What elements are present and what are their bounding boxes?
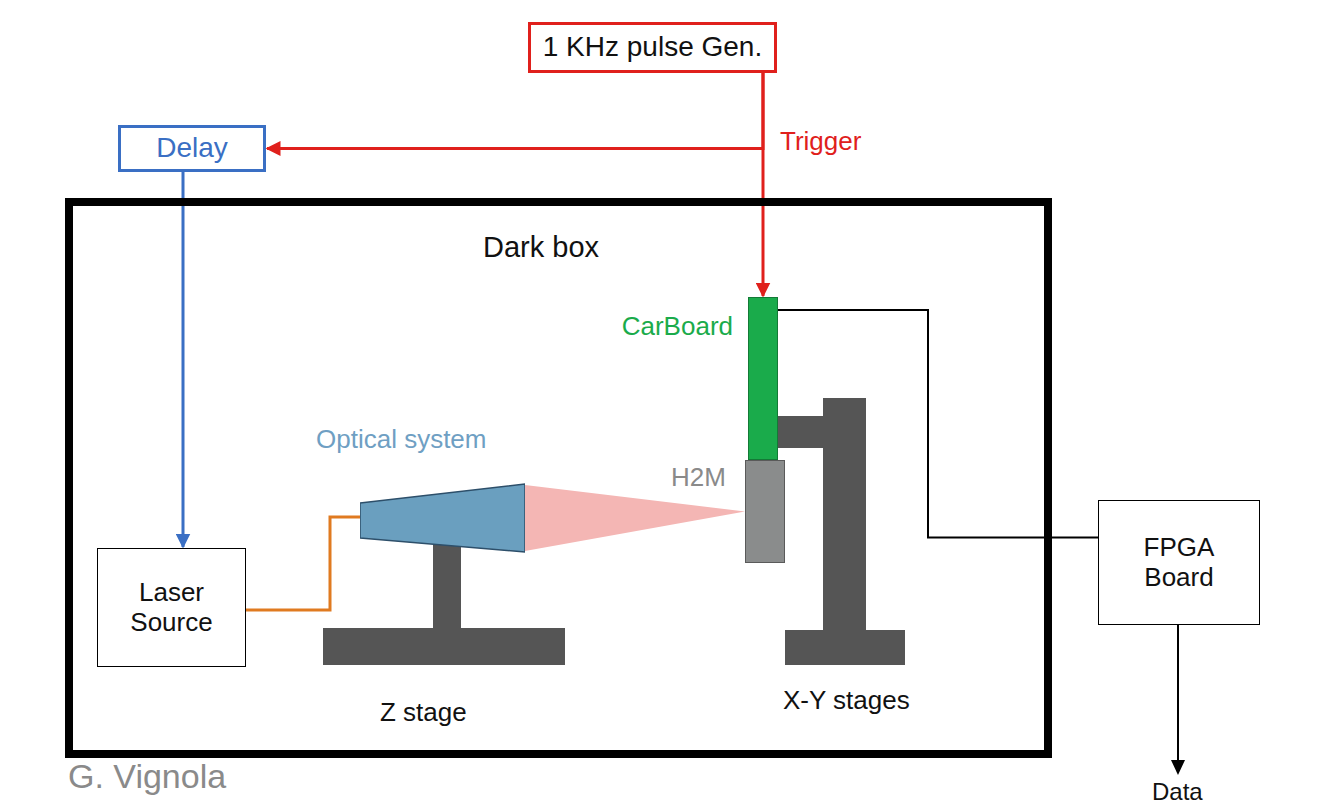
stage-label: Z stage bbox=[380, 698, 467, 727]
signal-connector bbox=[246, 517, 361, 610]
output-label: Data bbox=[1152, 779, 1203, 805]
edge-label: Trigger bbox=[778, 127, 863, 156]
optical-cone-shape bbox=[360, 483, 525, 553]
h2m-sensor: H2M bbox=[745, 460, 785, 563]
laser-source-box: Laser Source bbox=[97, 548, 246, 667]
node-label: Optical system bbox=[316, 425, 487, 454]
author-credit: G. Vignola bbox=[68, 758, 226, 795]
node-label: 1 KHz pulse Gen. bbox=[543, 31, 762, 63]
node-label: Dark box bbox=[483, 232, 599, 264]
fpga-board-box: FPGA Board bbox=[1098, 500, 1260, 625]
z-stage bbox=[323, 540, 565, 665]
laser-beam bbox=[525, 485, 745, 551]
signal-connector bbox=[182, 172, 185, 547]
carboard-bar: CarBoard bbox=[748, 297, 778, 460]
delay-box: Delay bbox=[118, 125, 266, 172]
pulse-generator-box: 1 KHz pulse Gen. bbox=[528, 22, 777, 73]
xy-stages bbox=[778, 398, 905, 665]
node-label: H2M bbox=[671, 463, 726, 492]
node-label: FPGA Board bbox=[1107, 533, 1251, 593]
optical-system: Optical system bbox=[360, 483, 525, 553]
stage-label: X-Y stages bbox=[783, 686, 910, 715]
signal-connector bbox=[762, 73, 765, 296]
data-arrow bbox=[1171, 625, 1185, 775]
node-label: Delay bbox=[156, 132, 228, 164]
node-label: CarBoard bbox=[622, 312, 733, 341]
node-label: Laser Source bbox=[106, 578, 237, 638]
dark-box: Dark boxCarBoardOptical systemH2MLaser S… bbox=[65, 198, 1052, 758]
signal-connector bbox=[267, 73, 763, 149]
